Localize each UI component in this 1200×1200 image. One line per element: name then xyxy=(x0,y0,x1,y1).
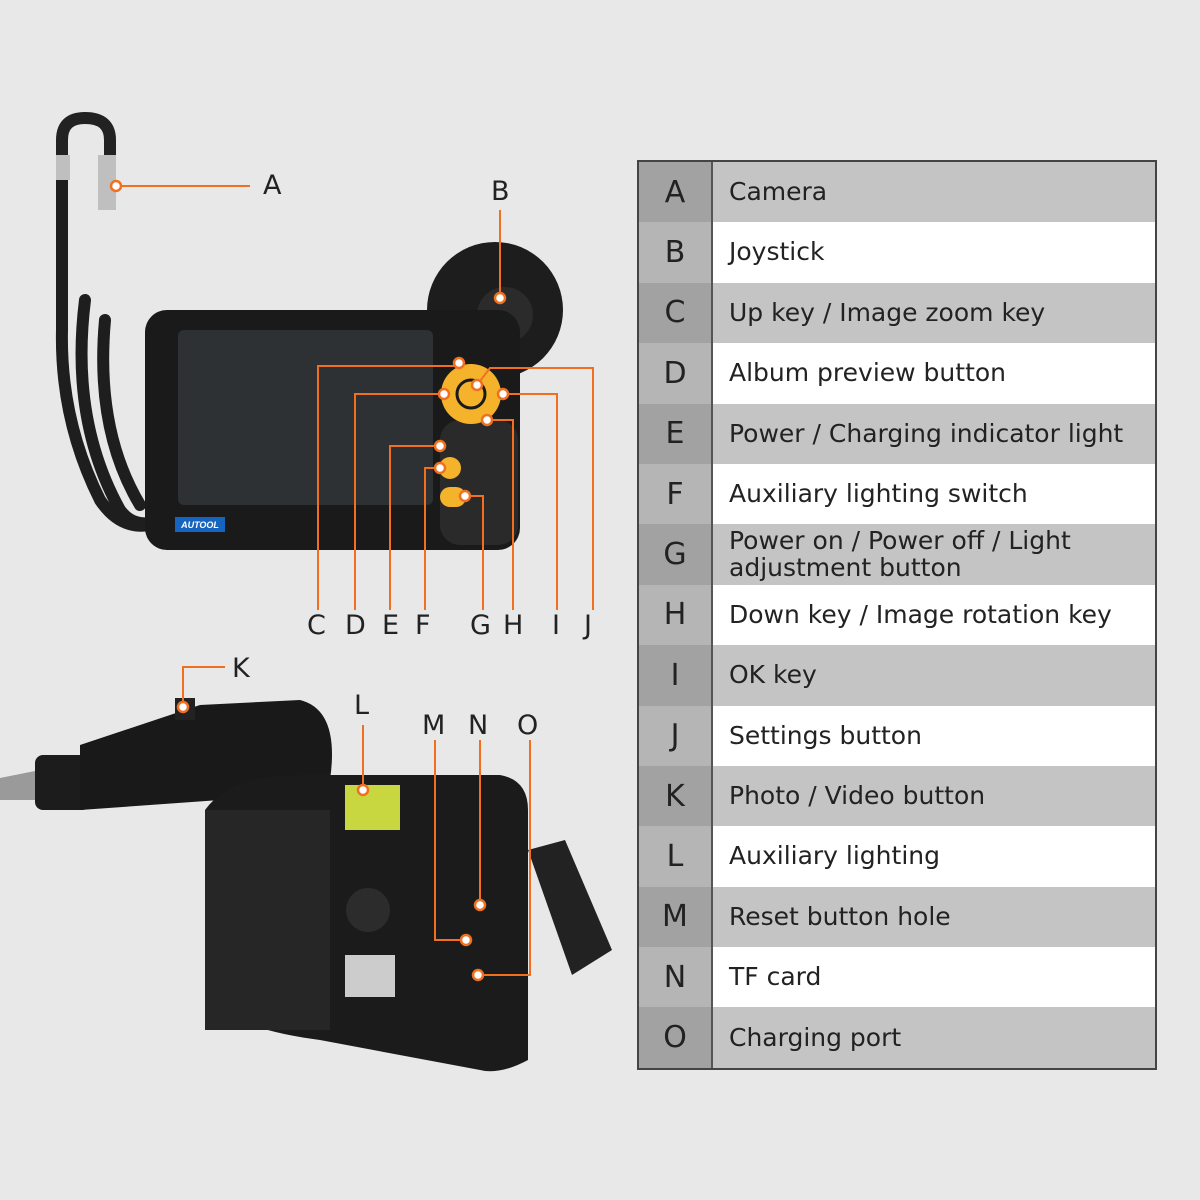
legend-key: I xyxy=(639,645,713,706)
callout-i: I xyxy=(552,610,560,641)
legend-key: K xyxy=(639,765,713,827)
legend-text: OK key xyxy=(713,645,1155,706)
callout-dots xyxy=(109,179,510,982)
legend-text: Album preview button xyxy=(713,343,1155,404)
callout-k: K xyxy=(232,653,250,684)
callout-l: L xyxy=(354,690,370,721)
legend-key: F xyxy=(639,463,713,525)
callout-a: A xyxy=(263,170,282,201)
legend-text: Down key / Image rotation key xyxy=(713,584,1155,646)
legend-text: Power on / Power off / Light adjustment … xyxy=(713,524,1155,585)
legend-text: Charging port xyxy=(713,1007,1155,1068)
callout-g: G xyxy=(470,610,491,641)
callout-n: N xyxy=(468,710,489,741)
legend-key: J xyxy=(639,705,713,766)
camera-tip xyxy=(56,111,116,210)
grip xyxy=(440,420,518,545)
legend-text: TF card xyxy=(713,947,1155,1008)
legend-text: Camera xyxy=(713,162,1155,223)
callout-h: H xyxy=(503,610,524,641)
callout-m: M xyxy=(422,710,446,741)
callout-o: O xyxy=(517,710,539,741)
legend-key: B xyxy=(639,222,713,283)
legend-text: Auxiliary lighting switch xyxy=(713,463,1155,525)
legend-text: Up key / Image zoom key xyxy=(713,282,1155,344)
legend-key: G xyxy=(639,524,713,585)
legend-key: A xyxy=(639,162,713,223)
device-rear xyxy=(0,698,612,1072)
legend-key: N xyxy=(639,947,713,1008)
legend-text: Reset button hole xyxy=(713,886,1155,948)
callout-j: J xyxy=(584,610,592,641)
camera-lens xyxy=(98,155,116,210)
probe-cable xyxy=(55,169,166,532)
legend-key: O xyxy=(639,1007,713,1068)
legend-text: Settings button xyxy=(713,705,1155,766)
legend-key: M xyxy=(639,886,713,948)
callout-e: E xyxy=(382,610,400,641)
legend-text: Photo / Video button xyxy=(713,765,1155,827)
legend-key: H xyxy=(639,584,713,646)
legend-key: D xyxy=(639,343,713,404)
callout-d: D xyxy=(345,610,366,641)
legend-key: L xyxy=(639,826,713,887)
legend-text: Auxiliary lighting xyxy=(713,826,1155,887)
legend-key: E xyxy=(639,403,713,464)
screen xyxy=(178,330,433,505)
callout-f: F xyxy=(415,610,431,641)
svg-text:AUTOOL: AUTOOL xyxy=(180,520,219,530)
callout-c: C xyxy=(307,610,326,641)
legend-text: Joystick xyxy=(713,222,1155,283)
legend-text: Power / Charging indicator light xyxy=(713,403,1155,464)
callout-lines xyxy=(116,185,594,976)
legend-key: C xyxy=(639,282,713,344)
brand-logo xyxy=(175,517,225,532)
callout-b: B xyxy=(491,176,510,207)
